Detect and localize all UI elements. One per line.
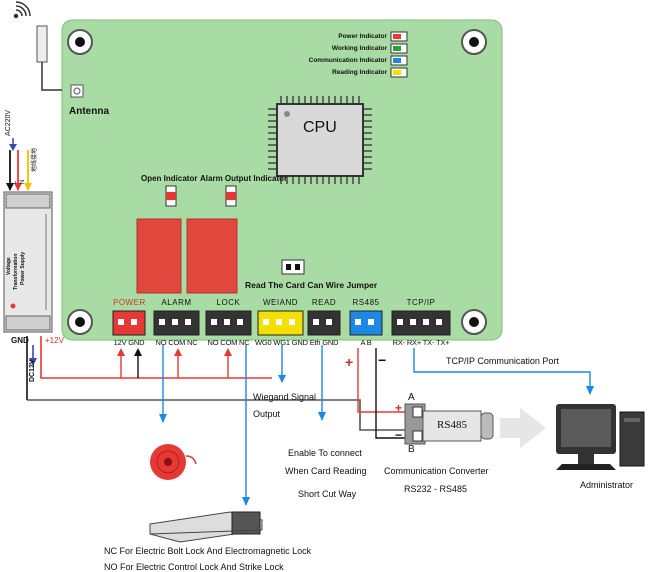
connector-pin — [423, 319, 429, 325]
relay-alarm — [136, 218, 182, 294]
rs485-plus: + — [395, 401, 403, 415]
antenna-label: Antenna — [69, 106, 109, 117]
rs485-minus-board: − — [378, 352, 387, 368]
indicator-label: Working Indicator — [331, 45, 387, 52]
connector-pins: A B — [360, 338, 372, 347]
connector-pin — [172, 319, 178, 325]
read-jumper-icon — [281, 259, 305, 275]
electric-lock-icon — [149, 511, 263, 543]
connector-block — [307, 310, 341, 336]
wiegand-label-1: Wiegand Signal — [253, 392, 317, 402]
tcp-port-label: TCP/IP Communication Port — [446, 356, 559, 366]
converter-pin-b: B — [408, 444, 415, 455]
lock-label-1: NC For Electric Bolt Lock And Electromag… — [104, 546, 312, 556]
antenna-pad-icon — [70, 84, 84, 98]
ac-input-wires — [6, 150, 32, 191]
psu-title-2: Transformation — [13, 253, 19, 290]
connector-pins: RX- RX+ TX- TX+ — [392, 338, 450, 347]
indicator-swatch-color — [393, 34, 401, 39]
indicator-label: Communication Indicator — [308, 57, 387, 64]
converter-pin-a: A — [408, 392, 415, 403]
connection-wires — [117, 345, 594, 506]
alarm-siren-icon — [150, 444, 197, 480]
lock-label-2: NO For Electric Control Lock And Strike … — [104, 562, 284, 572]
open-indicator-label: Open Indicator — [141, 174, 198, 183]
connector-name: READ — [311, 298, 337, 307]
jumper-label: Read The Card Can Wire Jumper — [245, 280, 378, 290]
open-indicator-led — [165, 185, 177, 207]
enable-label-1: Enable To connect — [288, 448, 362, 458]
connector-pin — [185, 319, 191, 325]
indicator-swatch-color — [393, 46, 401, 51]
cpu-label: CPU — [303, 119, 337, 136]
connector-name: WEIAND — [263, 298, 298, 307]
converter-to-pc-arrow — [500, 408, 546, 448]
plus12v-label: +12V — [45, 336, 64, 345]
rs485-plus-board: + — [345, 354, 354, 370]
converter-label-2: RS232 - RS485 — [404, 484, 468, 494]
connector-block — [112, 310, 146, 336]
connector-pin — [237, 319, 243, 325]
connector-pin — [410, 319, 416, 325]
enable-label-3: Short Cut Way — [298, 489, 357, 499]
connector-pin — [313, 319, 319, 325]
connector-pins: 12V GND — [113, 338, 145, 347]
connector-pin — [368, 319, 374, 325]
connector-pin — [436, 319, 442, 325]
connector-pin — [289, 319, 295, 325]
relay-lock — [186, 218, 238, 294]
connector-pin — [118, 319, 124, 325]
cpu-chip — [268, 96, 372, 184]
rs485-minus: − — [395, 428, 403, 442]
dc-wires — [26, 336, 410, 431]
connector-pins: WG0 WG1 GND — [255, 338, 308, 347]
ac-input-label: AC220V — [5, 109, 12, 136]
connector-name: ALARM — [161, 298, 192, 307]
connector-name: RS485 — [352, 298, 380, 307]
wiegand-label-2: Output — [253, 409, 281, 419]
converter-text: RS485 — [437, 419, 467, 431]
connector-pin — [326, 319, 332, 325]
indicator-swatch-color — [393, 70, 401, 75]
gnd-label: GND — [11, 336, 29, 345]
connector-pin — [159, 319, 165, 325]
connector-pins: NO COM NC — [155, 338, 198, 347]
connector-name: TCP/IP — [406, 298, 436, 307]
enable-label-2: When Card Reading — [285, 466, 367, 476]
connector-pin — [211, 319, 217, 325]
administrator-computer-icon — [556, 404, 645, 470]
wifi-icon — [13, 1, 31, 19]
connector-pin — [263, 319, 269, 325]
connector-pin — [131, 319, 137, 325]
dc12v-label: DC12V — [29, 359, 36, 382]
indicator-label: Power Indicator — [338, 33, 387, 40]
connector-pin — [397, 319, 403, 325]
connector-pins: Eth GND — [309, 338, 339, 347]
rs485-converter-icon — [404, 403, 494, 445]
indicator-swatch-color — [393, 58, 401, 63]
earth-label: 地线接地 — [32, 147, 38, 172]
connector-name: LOCK — [216, 298, 241, 307]
connector-block — [349, 310, 383, 336]
ac-l-label: L — [12, 180, 18, 184]
alarm-indicator-label: Alarm Output Indicator — [200, 174, 288, 183]
antenna-icon — [36, 25, 48, 63]
connector-pin — [224, 319, 230, 325]
converter-label-1: Communication Converter — [384, 466, 489, 476]
connector-pins: NO COM NC — [207, 338, 250, 347]
connector-name: POWER — [113, 298, 146, 307]
ac-n-label: N — [20, 179, 26, 184]
mounting-hole — [67, 29, 487, 335]
connector-pin — [276, 319, 282, 325]
psu-title-3: Power Supply — [20, 251, 26, 285]
alarm-indicator-led — [225, 185, 237, 207]
connector-pin — [355, 319, 361, 325]
administrator-label: Administrator — [580, 480, 634, 490]
indicator-label: Reading Indicator — [332, 69, 387, 76]
power-supply — [3, 191, 53, 333]
psu-title-1: Voltage — [6, 257, 12, 275]
